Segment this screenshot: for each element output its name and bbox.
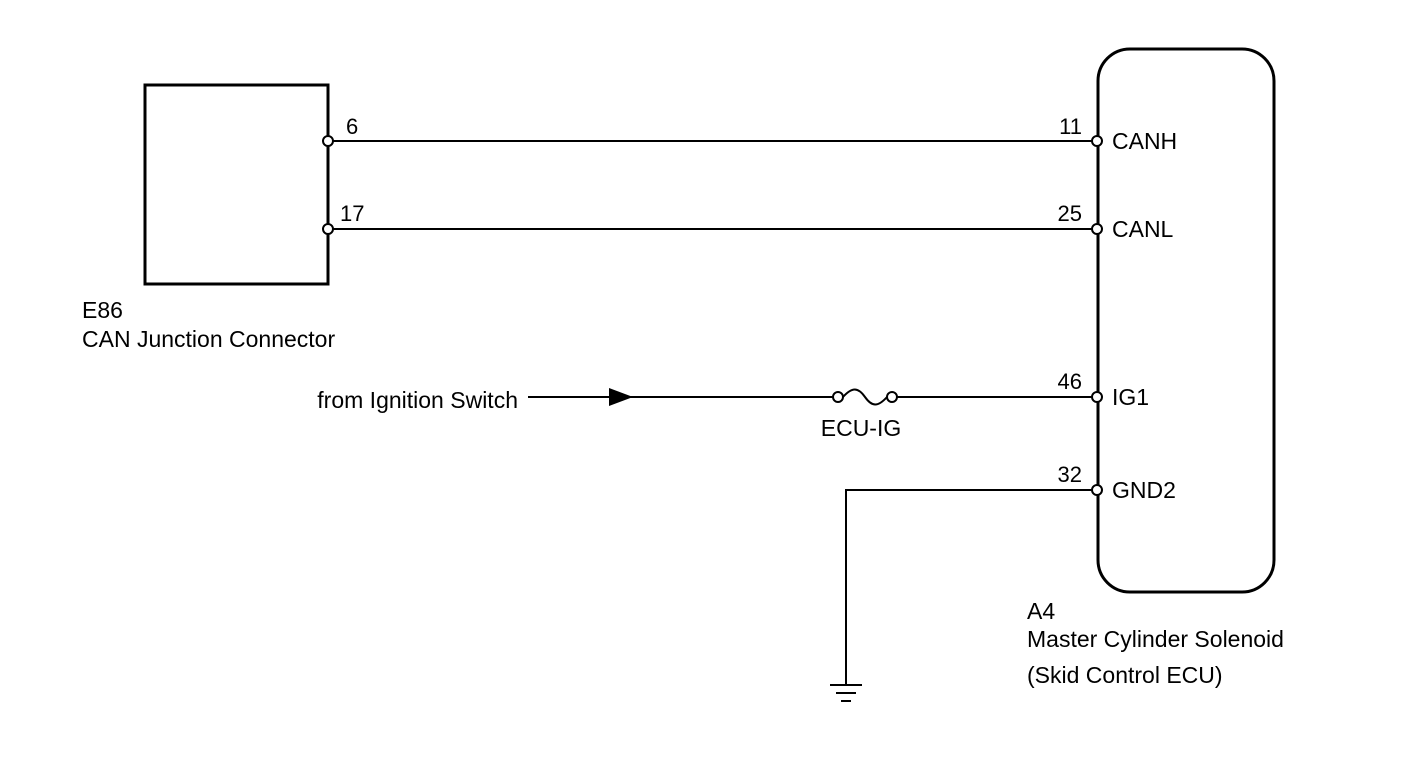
a4-name-label-line1: Master Cylinder Solenoid: [1027, 626, 1284, 652]
a4-code-label: A4: [1027, 598, 1055, 624]
fuse-icon: [842, 388, 888, 406]
e86-name-label: CAN Junction Connector: [82, 326, 335, 352]
e86-pin-number-6: 6: [346, 114, 358, 139]
a4-pin-number-11: 11: [1059, 114, 1082, 139]
a4-pin11-terminal: [1091, 135, 1103, 147]
direction-arrow-icon: [609, 388, 633, 406]
terminal-label-ig1: IG1: [1112, 384, 1149, 410]
a4-name-label-line2: (Skid Control ECU): [1027, 662, 1223, 688]
can-junction-connector-box: [143, 83, 330, 286]
a4-pin25-terminal: [1091, 223, 1103, 235]
fuse-label: ECU-IG: [821, 415, 902, 441]
e86-pin6-terminal: [322, 135, 334, 147]
fuse-terminal-left: [832, 391, 844, 403]
a4-pin46-terminal: [1091, 391, 1103, 403]
a4-pin-number-25: 25: [1058, 201, 1082, 226]
ignition-source-label: from Ignition Switch: [317, 387, 518, 413]
terminal-label-canh: CANH: [1112, 128, 1177, 154]
e86-code-label: E86: [82, 297, 123, 323]
ground-icon: [830, 684, 862, 702]
fuse-terminal-right: [886, 391, 898, 403]
terminal-label-gnd2: GND2: [1112, 477, 1176, 503]
a4-pin32-terminal: [1091, 484, 1103, 496]
skid-control-ecu-box: [1096, 47, 1276, 594]
a4-pin-number-46: 46: [1058, 369, 1082, 394]
e86-pin17-terminal: [322, 223, 334, 235]
terminal-label-canl: CANL: [1112, 216, 1174, 242]
a4-pin-number-32: 32: [1058, 462, 1082, 487]
e86-pin-number-17: 17: [340, 201, 364, 226]
ground-wire: [845, 489, 1093, 684]
